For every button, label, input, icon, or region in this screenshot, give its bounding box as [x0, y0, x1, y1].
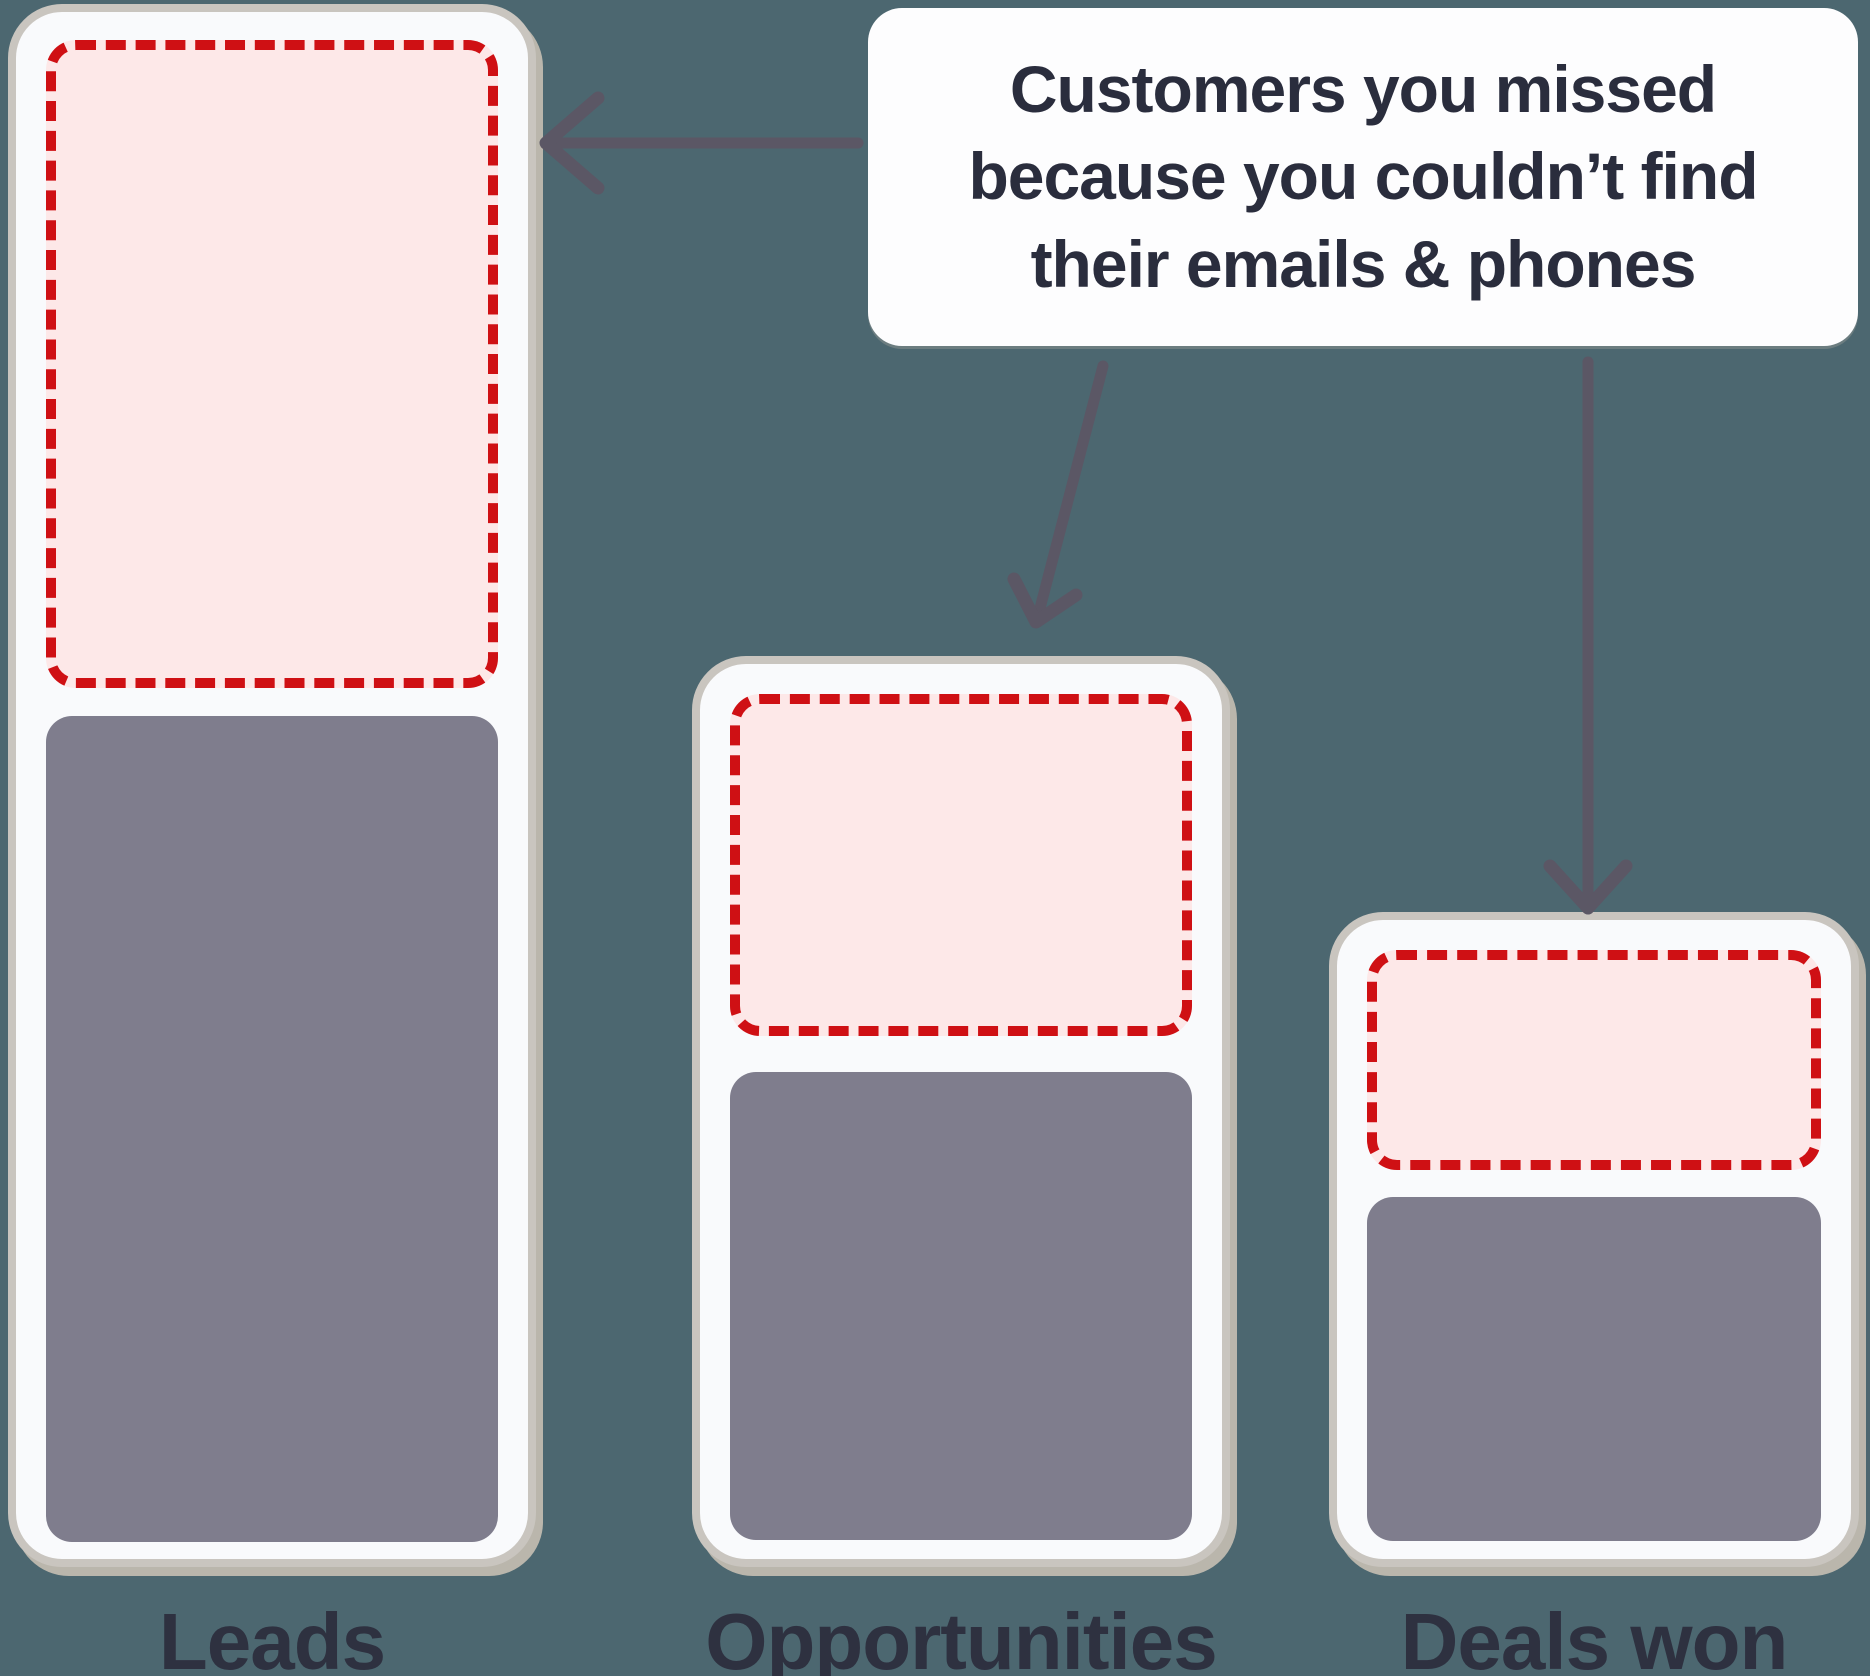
bar-deals-won [1329, 912, 1859, 1567]
deals-won-missed-region [1367, 950, 1821, 1170]
opportunities-missed-region [730, 694, 1192, 1036]
bar-opportunities [692, 656, 1230, 1567]
callout-line-3: their emails & phones [1030, 226, 1697, 301]
arrow-left-icon [539, 91, 864, 195]
callout-line-1: Customers you missed [1009, 52, 1717, 127]
callout-box: Customers you missed because you couldn’… [868, 8, 1858, 346]
leads-captured-region [46, 716, 498, 1542]
deals-won-captured-region [1367, 1197, 1821, 1541]
leads-missed-region [46, 40, 498, 688]
arrow-down-icon [1543, 356, 1633, 915]
arrow-down-left-icon [1007, 360, 1109, 629]
bar-label-leads: Leads [158, 1597, 386, 1676]
callout-line-2: because you couldn’t find [968, 139, 1758, 214]
bar-label-deals-won: Deals won [1400, 1597, 1789, 1676]
opportunities-captured-region [730, 1072, 1192, 1540]
bar-label-opportunities: Opportunities [705, 1597, 1217, 1676]
bar-leads [8, 4, 536, 1567]
